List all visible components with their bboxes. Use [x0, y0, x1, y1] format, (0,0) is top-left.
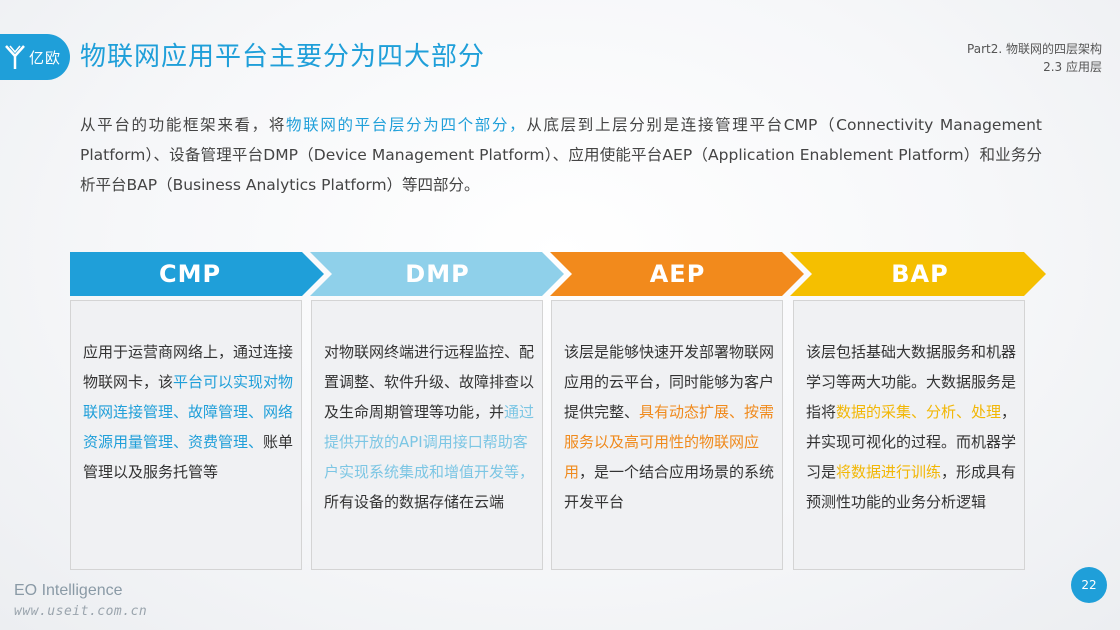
cmp-desc-highlight: 平台可以实现对物联网连接管理、故障管理、网络资源用量管理、资费管理、	[83, 373, 294, 451]
bap-desc-highlight-2: 将数据进行训练	[836, 463, 942, 481]
intro-text-start: 从平台的功能框架来看，将	[80, 116, 286, 134]
cmp-desc-1: 应用于运营商网络上，通过连接物联网卡，该	[83, 343, 294, 391]
cmp-label: CMP	[158, 260, 222, 288]
page-number: 22	[1071, 567, 1107, 603]
aep-arrow	[550, 252, 804, 296]
bap-description-card: 该层包括基础大数据服务和机器学习等两大功能。大数据服务是指将数据的采集、分析、处…	[793, 300, 1025, 570]
dmp-label: DMP	[405, 260, 470, 288]
dmp-desc-3: 所有设备的数据存储在云端	[324, 493, 505, 511]
cmp-description-card: 应用于运营商网络上，通过连接物联网卡，该平台可以实现对物联网连接管理、故障管理、…	[70, 300, 302, 570]
dmp-arrow	[310, 252, 564, 296]
aep-desc-3: ，是一个结合应用场景的系统开发平台	[564, 463, 775, 511]
section-part: Part2. 物联网的四层架构	[967, 42, 1102, 56]
page-title: 物联网应用平台主要分为四大部分	[80, 42, 486, 72]
aep-label: AEP	[649, 260, 706, 288]
intro-highlight: 物联网的平台层分为四个部分，	[285, 116, 527, 134]
aep-desc-1: 该层是能够快速开发部署物联网应用的云平台，同时能够为客户提供完整、	[564, 343, 775, 421]
bap-desc-highlight-1: 数据的采集、分析、处理	[836, 403, 1002, 421]
bap-desc-1: 该层包括基础大数据服务和机器学习等两大功能。大数据服务是指将	[806, 343, 1017, 421]
aep-description-card: 该层是能够快速开发部署物联网应用的云平台，同时能够为客户提供完整、具有动态扩展、…	[551, 300, 783, 570]
intro-paragraph: 从平台的功能框架来看，将物联网的平台层分为四个部分，从底层到上层分别是连接管理平…	[80, 110, 1042, 200]
bap-arrow	[790, 252, 1046, 296]
cmp-desc-3: 账单管理以及服务托管等	[83, 433, 294, 481]
bap-label: BAP	[891, 260, 949, 288]
aep-desc-highlight: 具有动态扩展、按需服务以及高可用性的物联网应用	[564, 403, 775, 481]
logo: 亿欧	[0, 34, 70, 80]
cmp-arrow	[70, 252, 324, 296]
platform-arrows	[70, 252, 1046, 296]
bap-desc-3: ，并实现可视化的过程。而机器学习是	[806, 403, 1017, 481]
dmp-desc-1: 对物联网终端进行远程监控、配置调整、软件升级、故障排查以及生命周期管理等功能，并	[324, 343, 535, 421]
section-subsection: 2.3 应用层	[1043, 60, 1102, 74]
bap-desc-5: ，形成具有预测性功能的业务分析逻辑	[806, 463, 1017, 511]
intro-text-rest: 从底层到上层分别是连接管理平台CMP（Connectivity Manageme…	[80, 116, 1042, 194]
dmp-desc-highlight: 通过提供开放的API调用接口帮助客户实现系统集成和增值开发等，	[324, 403, 535, 481]
footer-brand: EO Intelligence	[14, 582, 123, 599]
footer-url: www.useit.com.cn	[14, 604, 148, 619]
section-reference: Part2. 物联网的四层架构 2.3 应用层	[967, 40, 1102, 76]
logo-y-icon	[5, 45, 25, 69]
logo-text: 亿欧	[29, 48, 62, 67]
dmp-description-card: 对物联网终端进行远程监控、配置调整、软件升级、故障排查以及生命周期管理等功能，并…	[311, 300, 543, 570]
